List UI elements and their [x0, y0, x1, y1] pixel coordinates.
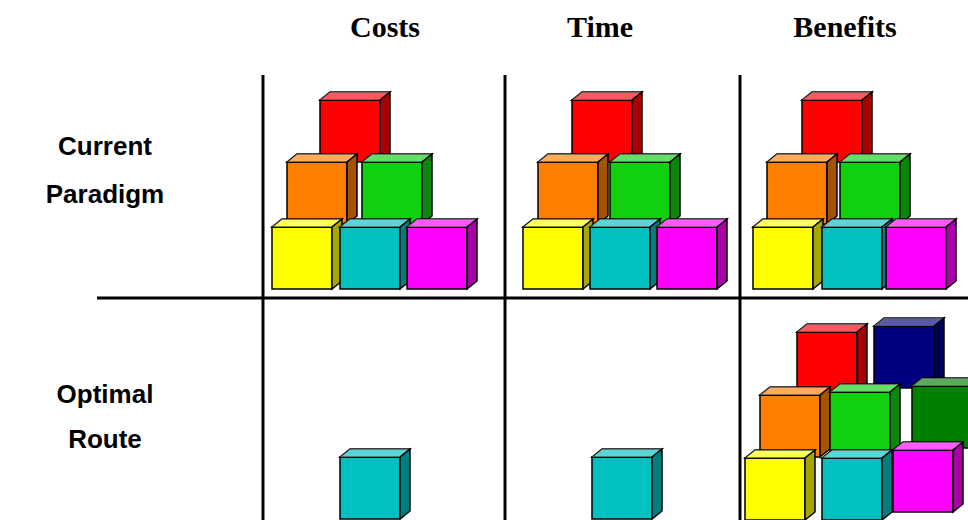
column-header: Benefits — [793, 10, 896, 44]
grid-lines — [97, 75, 968, 520]
cube-pyramid — [523, 92, 727, 289]
cube — [340, 449, 410, 519]
column-header: Time — [567, 10, 633, 44]
cube-pile — [745, 318, 968, 520]
row-header: Optimal Route — [25, 372, 185, 462]
row-header: Current Paradigm — [15, 122, 195, 218]
cube-pyramid — [272, 92, 477, 289]
column-header: Costs — [350, 10, 420, 44]
cube — [592, 449, 662, 519]
cube-pyramid — [753, 92, 956, 289]
